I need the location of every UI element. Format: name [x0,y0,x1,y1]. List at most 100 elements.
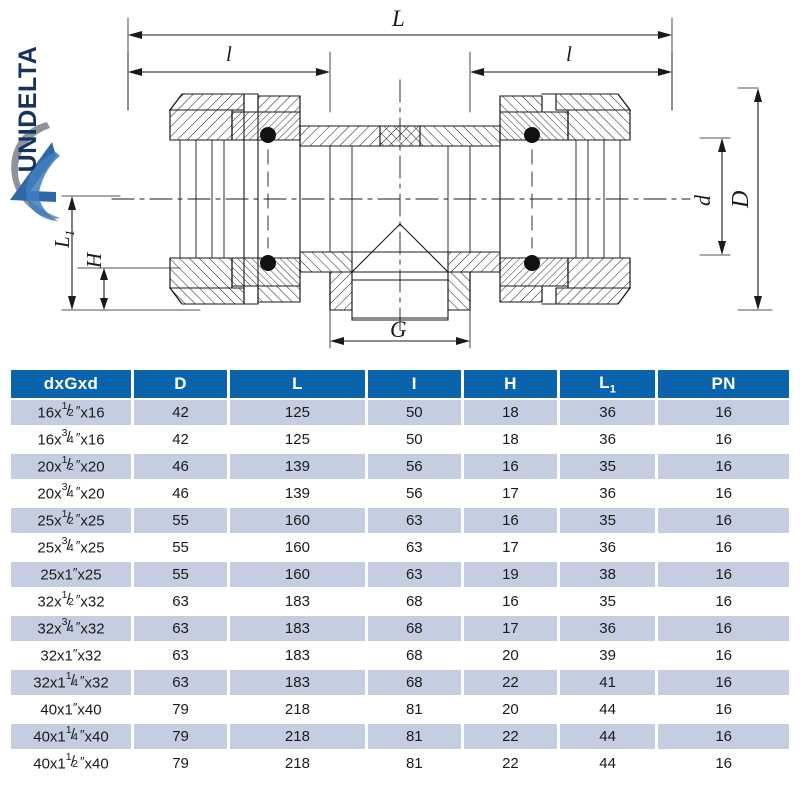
cell-PN: 16 [658,427,789,452]
cell-L: 183 [230,643,365,668]
cell-PN: 16 [658,400,789,425]
cell-H: 17 [463,616,557,641]
cell-H: 19 [463,562,557,587]
cell-D: 42 [134,427,228,452]
cell-I: 68 [367,589,461,614]
cell-PN: 16 [658,751,789,776]
cell-H: 22 [463,670,557,695]
cell-L: 160 [230,535,365,560]
cell-PN: 16 [658,454,789,479]
cell-D: 55 [134,508,228,533]
dim-label-l-left: l [226,42,232,66]
cell-H: 17 [463,481,557,506]
cell-PN: 16 [658,508,789,533]
cell-L1: 41 [559,670,656,695]
cell-I: 50 [367,427,461,452]
cell-PN: 16 [658,562,789,587]
cell-D: 46 [134,454,228,479]
logo-swoosh-icon [10,122,60,221]
fitting-cross-section-svg [61,17,773,349]
cell-PN: 16 [658,697,789,722]
dim-label-L1: L1 [50,229,78,248]
cell-L: 125 [230,427,365,452]
cell-D: 55 [134,562,228,587]
cell-I: 63 [367,562,461,587]
cell-H: 16 [463,508,557,533]
cell-D: 55 [134,535,228,560]
cell-PN: 16 [658,643,789,668]
cell-D: 63 [134,670,228,695]
cell-L1: 35 [559,454,656,479]
dim-label-l-right: l [566,42,572,66]
cell-size: 25x1″x25 [11,562,131,587]
cell-D: 63 [134,589,228,614]
cell-H: 16 [463,454,557,479]
cell-size: 40x1″x40 [11,697,131,722]
cell-H: 18 [463,427,557,452]
cell-PN: 16 [658,724,789,749]
column-header-L: L [230,370,365,398]
column-header-I: I [367,370,461,398]
cell-D: 46 [134,481,228,506]
cell-L1: 44 [559,751,656,776]
column-header-D: D [134,370,228,398]
cell-L1: 36 [559,427,656,452]
cell-H: 22 [463,751,557,776]
cell-PN: 16 [658,481,789,506]
cell-D: 42 [134,400,228,425]
cell-H: 20 [463,697,557,722]
cell-I: 50 [367,400,461,425]
cell-L1: 36 [559,535,656,560]
cell-L: 183 [230,616,365,641]
unidelta-logo: UNIDELTA [0,0,62,221]
dim-label-H: H [82,252,106,268]
cell-L: 218 [230,724,365,749]
cell-L1: 44 [559,724,656,749]
cell-L: 160 [230,562,365,587]
cell-I: 63 [367,508,461,533]
cell-L: 183 [230,670,365,695]
cell-L: 218 [230,697,365,722]
technical-drawing: L l l G H L1 d D [0,0,800,355]
cell-I: 68 [367,616,461,641]
cell-D: 63 [134,616,228,641]
cell-I: 81 [367,751,461,776]
column-header-H: H [463,370,557,398]
column-header-PN: PN [658,370,789,398]
cell-L1: 35 [559,589,656,614]
cell-I: 56 [367,481,461,506]
table-header: dxGxd D L I H L1 PN [11,370,789,398]
dim-label-d: d [690,195,715,206]
cell-PN: 16 [658,616,789,641]
cell-I: 63 [367,535,461,560]
cell-I: 56 [367,454,461,479]
cell-H: 18 [463,400,557,425]
column-header-size: dxGxd [11,370,131,398]
cell-L1: 36 [559,400,656,425]
cell-I: 68 [367,643,461,668]
cell-L1: 35 [559,508,656,533]
cell-H: 20 [463,643,557,668]
